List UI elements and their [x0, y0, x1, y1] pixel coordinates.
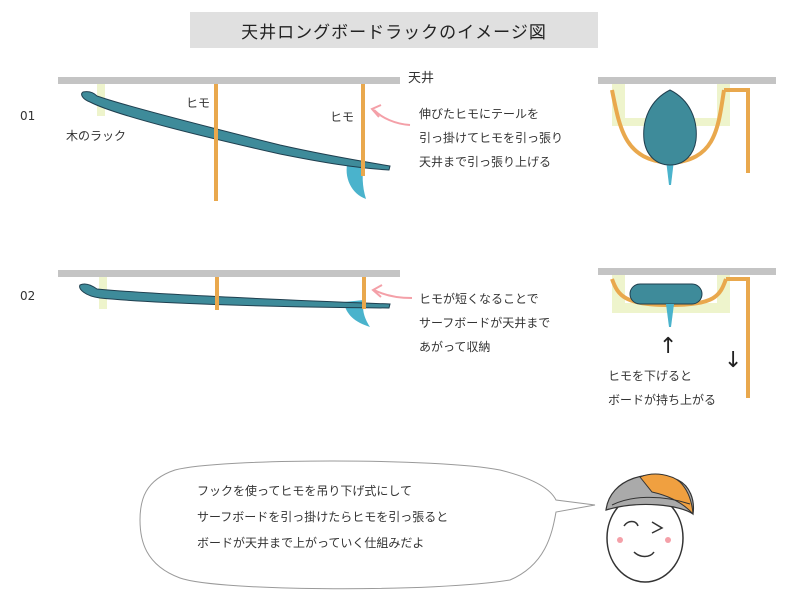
fin-1-end: [666, 160, 674, 185]
speech-text: フックを使ってヒモを吊り下げ式にして サーフボードを引っ掛けたらヒモを引っ張ると…: [197, 478, 448, 556]
board-2-end: [629, 283, 703, 305]
fin-2-end: [666, 304, 674, 327]
page-title: 天井ロングボードラックのイメージ図: [190, 12, 598, 48]
rope-2-right: [362, 277, 366, 309]
speech-line: フックを使ってヒモを吊り下げ式にして: [197, 484, 413, 498]
note-line: ヒモが短くなることで: [419, 292, 539, 306]
surfboard-2: [79, 283, 391, 309]
ceiling-bar-2-end: [598, 268, 776, 275]
pink-curved-arrow-icon: [373, 289, 413, 299]
rope-label: ヒモ: [330, 110, 355, 124]
up-arrow-icon: ↑: [659, 334, 678, 359]
rope-1-left: [214, 84, 218, 201]
pink-curved-arrow-icon: [373, 109, 411, 126]
speech-line: サーフボードを引っ掛けたらヒモを引っ張ると: [197, 510, 449, 524]
rope-2-left: [215, 277, 219, 310]
speech-bubble: [139, 460, 596, 590]
step-2-note: ヒモが短くなることで サーフボードが天井まで あがって収納: [419, 287, 550, 359]
rope-label: ヒモ: [186, 96, 211, 110]
speech-line: ボードが天井まで上がっていく仕組みだよ: [197, 536, 425, 550]
step-number: 01: [20, 109, 36, 123]
rope-1-right: [361, 84, 365, 176]
wood-rack-label: 木のラック: [66, 129, 127, 143]
caption-line: ボードが持ち上がる: [608, 393, 717, 407]
note-line: 引っ掛けてヒモを引っ張り: [419, 131, 564, 145]
note-line: 天井まで引っ張り上げる: [419, 155, 552, 169]
caption-line: ヒモを下げると: [608, 369, 693, 383]
step-number: 02: [20, 289, 36, 303]
ceiling-label: 天井: [408, 71, 435, 86]
rope-1-end-tail: [724, 88, 750, 173]
ceiling-bar-1: [58, 77, 400, 84]
ceiling-bar-1-end: [598, 77, 776, 84]
down-arrow-icon: ↓: [724, 348, 743, 373]
note-line: 伸びたヒモにテールを: [419, 107, 540, 121]
ceiling-bar-2: [58, 270, 400, 277]
character-face-icon: [605, 473, 695, 583]
note-line: サーフボードが天井まで: [419, 316, 551, 330]
note-line: あがって収納: [419, 340, 491, 354]
end-view-caption: ヒモを下げると ボードが持ち上がる: [608, 364, 716, 412]
step-1-note: 伸びたヒモにテールを 引っ掛けてヒモを引っ張り 天井まで引っ張り上げる: [419, 102, 563, 174]
surfboard-1: [81, 91, 391, 171]
board-1-end: [643, 89, 697, 166]
rope-2-end-tail: [726, 277, 750, 398]
